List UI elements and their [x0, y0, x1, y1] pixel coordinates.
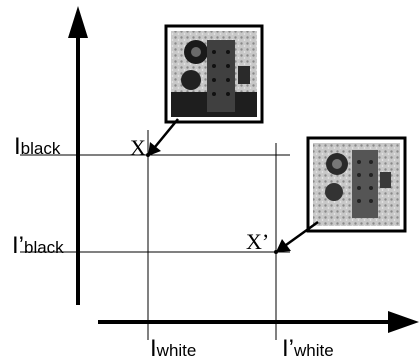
- label-i-white-sub: white: [156, 341, 197, 360]
- label-i-black-prime: I’black: [12, 234, 64, 258]
- label-i-black-prime-sub: black: [24, 238, 64, 257]
- label-i-black-prime-main: I’: [12, 232, 24, 259]
- label-i-white-prime-main: I’: [282, 335, 294, 362]
- label-i-white-prime: I’white: [282, 337, 334, 361]
- robot-thumbnail-dark: [164, 24, 264, 124]
- label-i-black: Iblack: [14, 135, 60, 159]
- label-i-white-main: I: [150, 335, 157, 362]
- label-i-white-prime-sub: white: [294, 341, 334, 360]
- label-i-white: Iwhite: [150, 337, 196, 361]
- robot-thumbnail-bright: [306, 136, 407, 233]
- x-axis: [98, 311, 419, 333]
- label-i-black-sub: black: [20, 139, 61, 158]
- arrow-to-x-prime: [276, 220, 319, 252]
- label-i-black-main: I: [14, 133, 21, 160]
- label-point-x-prime: X’: [246, 229, 270, 254]
- y-axis: [68, 6, 88, 305]
- arrow-to-x: [148, 118, 179, 156]
- label-point-x: X: [130, 135, 146, 160]
